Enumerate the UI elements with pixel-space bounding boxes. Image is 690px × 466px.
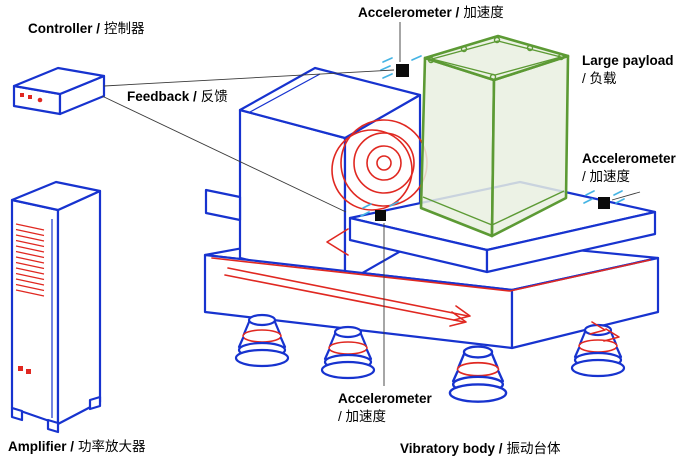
label-amplifier: Amplifier /功率放大器 <box>8 438 146 456</box>
label-vibratory-body-zh: 振动台体 <box>506 441 561 456</box>
large-payload-box <box>419 34 570 238</box>
label-accelerometer-top-en: Accelerometer / <box>358 5 460 20</box>
label-accelerometer-top-zh: 加速度 <box>463 5 504 20</box>
accelerometer-bottom-sensor <box>360 201 399 221</box>
label-vibratory-body: Vibratory body /振动台体 <box>400 440 561 458</box>
label-amplifier-en: Amplifier / <box>8 439 75 454</box>
label-accelerometer-right: Accelerometer / 加速度 <box>582 150 676 185</box>
shaker-nozzle <box>204 188 242 222</box>
label-accelerometer-top: Accelerometer /加速度 <box>358 4 504 22</box>
label-feedback-zh: 反馈 <box>200 89 228 104</box>
label-accelerometer-right-zh: / 加速度 <box>582 168 631 184</box>
label-large-payload-en: Large payload <box>582 53 674 68</box>
amplifier-vents <box>15 223 45 297</box>
label-controller-zh: 控制器 <box>104 21 145 36</box>
label-feedback-en: Feedback / <box>127 89 197 104</box>
label-feedback: Feedback /反馈 <box>127 88 228 106</box>
label-accelerometer-bottom: Accelerometer / 加速度 <box>338 390 432 425</box>
label-amplifier-zh: 功率放大器 <box>78 439 146 454</box>
vibration-arrows <box>224 228 620 342</box>
label-large-payload: Large payload / 负载 <box>582 52 674 87</box>
label-large-payload-zh: / 负载 <box>582 70 617 86</box>
amplifier-cabinet <box>10 180 102 434</box>
accelerometer-right-sensor <box>583 190 625 209</box>
label-controller: Controller /控制器 <box>28 20 145 38</box>
label-accelerometer-bottom-en: Accelerometer <box>338 391 432 406</box>
label-controller-en: Controller / <box>28 21 101 36</box>
controller-box <box>12 66 106 116</box>
label-accelerometer-bottom-zh: / 加速度 <box>338 408 387 424</box>
label-vibratory-body-en: Vibratory body / <box>400 441 503 456</box>
feedback-lines <box>101 22 641 386</box>
accelerometer-top-sensor <box>380 55 422 79</box>
label-accelerometer-right-en: Accelerometer <box>582 151 676 166</box>
